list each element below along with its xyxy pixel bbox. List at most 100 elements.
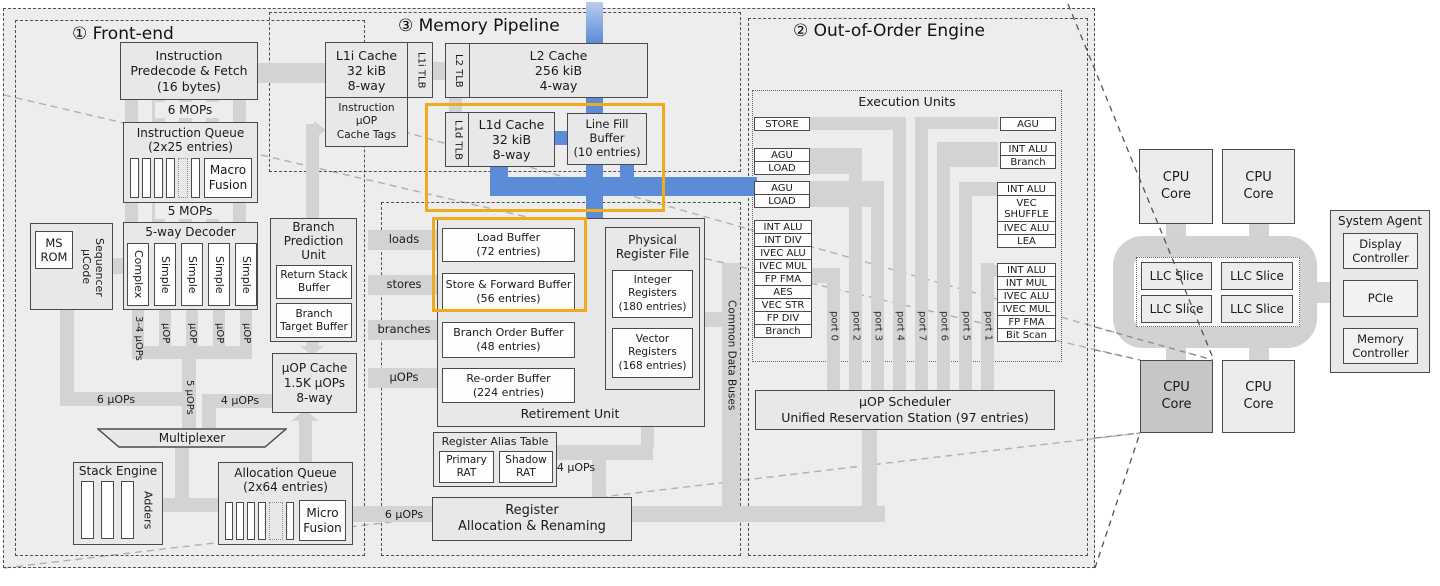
iq-decoder-bus [125, 203, 138, 223]
eu-load: LOAD [754, 194, 810, 208]
fetch-iq-bus [125, 100, 138, 124]
l1i-cache-box: L1i Cache 32 kiB 8-way [325, 42, 408, 98]
l2-top-bus [586, 2, 603, 43]
uop-cache-out-v [202, 394, 216, 428]
alloc-queue-slot [286, 502, 294, 540]
ucode-bus-h [60, 392, 190, 406]
scheduler-downlink [862, 430, 877, 508]
stores-label: stores [386, 277, 422, 292]
llc-slice-box: LLC Slice [1141, 262, 1212, 290]
uop-cache-tags-box: Instruction µOP Cache Tags [325, 97, 408, 147]
loadstore-highlight-frame [432, 217, 587, 312]
eu-port0-unit: Branch [754, 324, 812, 338]
l1d-lfb-link [553, 131, 567, 145]
bpu-uopcache-stem [306, 342, 319, 347]
eu-port0-unit: IVEC ALU [754, 246, 812, 260]
uops6-out-label: 6 µOPs [384, 507, 424, 521]
instruction-queue-title: Instruction Queue (2x25 entries) [136, 125, 245, 154]
eu-store: STORE [754, 117, 810, 131]
store-forward-buffer-box: Store & Forward Buffer (56 entries) [442, 273, 575, 310]
eu-port0-unit: AES [754, 285, 812, 299]
eu-port0-unit: INT ALU [754, 220, 812, 234]
eu-port1-unit: INT MUL [997, 276, 1056, 290]
allocation-queue-title: Allocation Queue (2x64 entries) [234, 465, 337, 494]
mops6-label: 6 MOPs [155, 102, 225, 118]
eu-port6-unit: Branch [1000, 155, 1056, 169]
port-7-label: port 7 [916, 310, 928, 342]
eu-port5-unit: INT ALU [997, 182, 1056, 196]
alloc-queue-slot-dotted [269, 502, 283, 540]
memory-controller-box: Memory Controller [1343, 328, 1418, 364]
eu-agu: AGU [754, 148, 810, 162]
l2-tlb-box: L2 TLB [445, 43, 470, 98]
alloc-queue-slot [258, 502, 266, 540]
loads-label: loads [388, 232, 420, 247]
bpu-uopcache-arrowhead [300, 346, 324, 355]
uop-label: µOP [187, 322, 198, 344]
uops6-label: 6 µOPs [96, 392, 136, 406]
port-5-label: port 5 [960, 310, 972, 342]
frontend-region [15, 20, 365, 556]
decoder-title: 5-way Decoder [145, 225, 236, 240]
port-6-strip [937, 142, 950, 390]
port-1-label: port 1 [982, 310, 994, 342]
l1d-tlb-box: L1d TLB [445, 112, 469, 167]
agu-port7-bar [928, 117, 998, 129]
port-1-strip [981, 263, 994, 390]
mux-out-bus [175, 448, 189, 508]
pcie-box: PCIe [1343, 280, 1418, 317]
decoder-complex: Complex [127, 243, 149, 306]
rat-out-bus [557, 445, 653, 460]
macro-fusion-box: Macro Fusion [204, 158, 252, 198]
fetch-iq-bus [233, 100, 246, 124]
uops5-label: 5 µOPs [184, 379, 195, 415]
frontend-title: ① Front-end [72, 24, 174, 44]
uops-flow-label: µOPs [389, 370, 419, 385]
eu-port1-unit: IVEC ALU [997, 289, 1056, 303]
multiplexer-label: Multiplexer [158, 430, 226, 445]
eu-port1-unit: Bit Scan [997, 328, 1056, 342]
adders-label: Adders [141, 490, 155, 530]
eu-port0-unit: IVEC MUL [754, 259, 812, 273]
alloc-queue-slot [225, 502, 233, 540]
reorder-buffer-box: Re-order Buffer (224 entries) [442, 368, 575, 403]
port-5-strip [959, 182, 972, 390]
port-3-strip [871, 181, 884, 390]
l1i-tlb-box: L1i TLB [407, 42, 433, 98]
eu-port0-unit: FP FMA [754, 272, 812, 286]
stack-engine-title: Stack Engine [78, 464, 158, 479]
bpu-tags-stem [306, 124, 319, 220]
execution-units-region [752, 90, 1062, 362]
port-0-strip [827, 268, 840, 390]
eu-port5-unit: VEC SHUFFLE [997, 195, 1056, 222]
decoder-simple: Simple [181, 243, 203, 306]
eu-port1-unit: FP FMA [997, 315, 1056, 329]
alloc-queue-slot [247, 502, 255, 540]
uops4-label: 4 µOPs [220, 393, 260, 407]
ring-sa-stub [1315, 282, 1333, 303]
display-controller-box: Display Controller [1343, 233, 1418, 269]
iq-slot [130, 158, 139, 198]
uops34-label: 3-4 µOPs [133, 315, 144, 361]
l1d-highlight-frame [425, 103, 665, 212]
cpu-core-box: CPU Core [1222, 149, 1295, 224]
eu-port6-unit: INT ALU [1000, 142, 1056, 156]
port-7-strip [915, 117, 928, 390]
uop-scheduler-box: µOP Scheduler Unified Reservation Statio… [755, 390, 1055, 430]
iq-slot-dotted [178, 158, 188, 198]
alloc-queue-slot [236, 502, 244, 540]
branches-label: branches [377, 322, 431, 337]
predecode-fetch-box: Instruction Predecode & Fetch (16 bytes) [120, 42, 258, 100]
ucode-decoder-link [113, 258, 123, 274]
eu-port5-unit: LEA [997, 234, 1056, 248]
uop-cache-fill-arrowhead [291, 410, 319, 421]
iq-slot [142, 158, 151, 198]
decoder-simple: Simple [208, 243, 230, 306]
llc-slice-box: LLC Slice [1141, 295, 1212, 323]
uop-label: µOP [214, 322, 225, 344]
eu-port0-unit: VEC STR [754, 298, 812, 312]
system-agent-title: System Agent [1337, 213, 1423, 228]
uop-label: µOP [160, 322, 171, 344]
stack-port5-bar [972, 182, 997, 196]
micro-fusion-box: Micro Fusion [299, 500, 346, 541]
